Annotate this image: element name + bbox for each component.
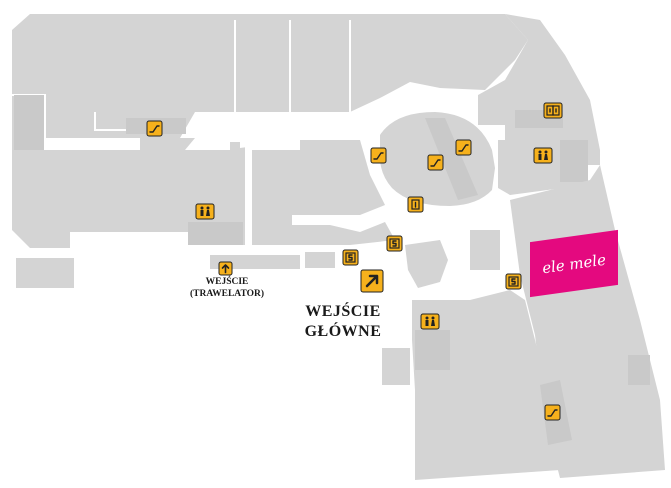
trawelator-entrance-label: WEJŚCIE (TRAWELATOR) — [172, 276, 282, 300]
atm-icon — [386, 235, 403, 252]
main-entrance-label: WEJŚCIE GŁÓWNE — [288, 302, 398, 342]
trawelator-arrow-icon — [218, 261, 233, 276]
toilet-icon — [195, 203, 215, 220]
block-center-left — [252, 150, 395, 245]
block-left-upper — [12, 14, 528, 150]
escalator-icon — [370, 147, 387, 164]
block-toilet-left — [188, 222, 243, 245]
toilet-icon — [420, 313, 440, 330]
toilet-icon — [533, 147, 553, 164]
block-small-kiosk — [305, 252, 335, 268]
block-kiosk-right — [470, 230, 500, 270]
escalator-icon — [146, 120, 163, 137]
block-right-upper — [478, 14, 600, 165]
main-entrance-line1: WEJŚCIE — [305, 303, 381, 320]
block-toilet-right — [560, 140, 588, 182]
trawelator-entrance-line2: (TRAWELATOR) — [189, 289, 265, 299]
entrance-arrow-icon — [360, 269, 384, 293]
block-rotunda-escalator — [425, 118, 478, 200]
block-left-lower — [12, 138, 245, 248]
escalator-icon — [544, 404, 561, 421]
escalator-icon — [427, 154, 444, 171]
block-right-edge — [628, 355, 650, 385]
atm-icon — [342, 249, 359, 266]
block-entrance-small — [382, 348, 410, 385]
main-entrance-line2: GŁÓWNE — [304, 323, 382, 340]
block-toilet-center — [415, 330, 450, 370]
lift-icon — [543, 102, 563, 119]
trawelator-entrance-line1: WEJŚCIE — [205, 277, 249, 287]
info-icon — [407, 196, 424, 213]
escalator-icon — [455, 139, 472, 156]
block-outside-left — [16, 258, 74, 288]
store-ele-mele-label: ele mele — [540, 250, 607, 277]
block-center-upper — [292, 140, 385, 215]
block-entrance-right — [405, 240, 448, 288]
block-left-stack — [14, 95, 44, 150]
atm-icon — [505, 273, 522, 290]
